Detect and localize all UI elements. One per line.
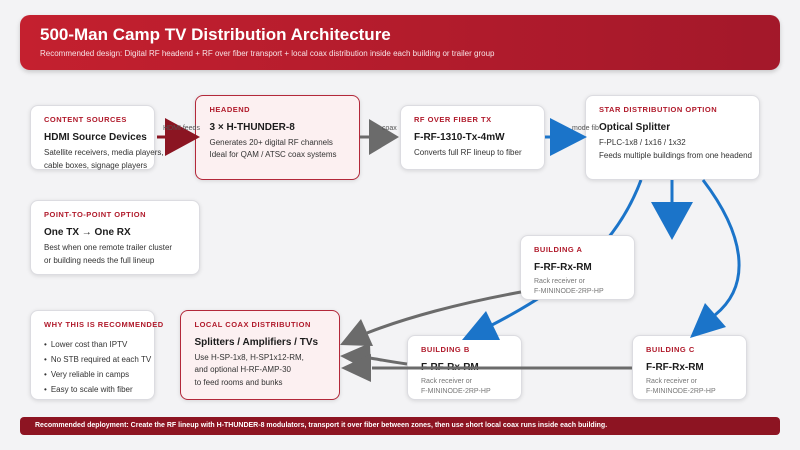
star-distribution-line: F-PLC-1x8 / 1x16 / 1x32 — [599, 138, 686, 147]
content-sources-label: CONTENT SOURCES — [44, 115, 127, 124]
title-banner: 500-Man Camp TV Distribution Architectur… — [20, 15, 780, 70]
local-coax-line: Use H-SP-1x8, H-SP1x12-RM, — [194, 352, 304, 362]
fiber-to-building-c-arrowhead — [690, 303, 726, 338]
rf-tx-title: F-RF-1310-Tx-4mW — [414, 132, 505, 143]
list-item: Easy to scale with fiber — [44, 382, 154, 397]
coax-label: coax — [382, 125, 397, 132]
star-distribution-label: STAR DISTRIBUTION OPTION — [599, 105, 718, 114]
coax-line-from-building-a — [366, 290, 522, 335]
fiber-line-to-building-c — [701, 179, 741, 317]
building-b-label: BUILDING B — [421, 345, 470, 354]
local-coax-line: to feed rooms and bunks — [194, 377, 283, 387]
page-subtitle: Recommended design: Digital RF headend +… — [40, 49, 495, 58]
rf-tx-label: RF OVER FIBER TX — [414, 115, 492, 124]
coax-arrowhead — [369, 119, 399, 155]
local-coax-title: Splitters / Amplifiers / TVs — [194, 336, 319, 348]
building-a-label: BUILDING A — [534, 245, 583, 254]
benefit-text: Lower cost than IPTV — [50, 340, 128, 349]
building-c-line: Rack receiver or — [646, 378, 697, 385]
point-to-point-title: One TX → One RX — [44, 227, 131, 238]
building-a-title: F-RF-Rx-RM — [534, 262, 592, 273]
page-title: 500-Man Camp TV Distribution Architectur… — [40, 25, 391, 44]
coax-from-building-c-arrowhead — [341, 354, 371, 382]
local-coax-line: and optional H-RF-AMP-30 — [194, 365, 291, 374]
rf-tx-line: Converts full RF lineup to fiber — [414, 148, 522, 157]
building-c-box: BUILDING C F-RF-Rx-RM Rack receiver or F… — [632, 335, 747, 400]
point-to-point-label: POINT-TO-POINT OPTION — [44, 210, 147, 219]
headend-line: Generates 20+ digital RF channels — [209, 137, 333, 147]
building-c-label: BUILDING C — [646, 345, 695, 354]
list-item: No STB required at each TV — [44, 352, 154, 367]
content-sources-line: cable boxes, signage players — [44, 160, 148, 170]
why-recommended-label: WHY THIS IS RECOMMENDED — [44, 320, 164, 329]
deployment-footer: Recommended deployment: Create the RF li… — [20, 417, 780, 435]
benefit-text: No STB required at each TV — [50, 355, 152, 364]
why-recommended-box: WHY THIS IS RECOMMENDED Lower cost than … — [30, 310, 164, 400]
local-coax-box: LOCAL COAX DISTRIBUTION Splitters / Ampl… — [180, 310, 340, 400]
coax-from-building-a-arrowhead — [340, 319, 373, 346]
building-b-line: Rack receiver or — [421, 378, 472, 385]
benefit-text: Very reliable in camps — [50, 370, 130, 379]
building-a-line: Rack receiver or — [534, 278, 585, 285]
point-to-point-line: Best when one remote trailer cluster — [44, 243, 173, 252]
splitter-down-arrowhead — [651, 202, 693, 240]
building-b-line: F-MININODE-2RP-HP — [421, 388, 491, 395]
headend-title: 3 × H-THUNDER-8 — [209, 121, 295, 133]
building-b-box: BUILDING B F-RF-Rx-RM Rack receiver or F… — [407, 335, 522, 400]
content-sources-title: HDMI Source Devices — [44, 132, 147, 143]
benefits-list: Lower cost than IPTV No STB required at … — [44, 337, 154, 397]
star-distribution-box: STAR DISTRIBUTION OPTION Optical Splitte… — [585, 95, 760, 180]
fiber-arrowhead — [550, 118, 587, 156]
building-c-line: F-MININODE-2RP-HP — [646, 388, 716, 395]
list-item: Lower cost than IPTV — [44, 337, 154, 352]
content-sources-box: CONTENT SOURCES HDMI Source Devices Sate… — [30, 105, 164, 170]
headend-box: HEADEND 3 × H-THUNDER-8 Generates 20+ di… — [195, 95, 360, 180]
list-item: Very reliable in camps — [44, 367, 154, 382]
coax-from-building-b-arrowhead — [340, 343, 371, 372]
point-to-point-line: or building needs the full lineup — [44, 255, 155, 265]
building-c-title: F-RF-Rx-RM — [646, 362, 704, 373]
headend-line: Ideal for QAM / ATSC coax systems — [209, 150, 337, 159]
building-a-line: F-MININODE-2RP-HP — [534, 288, 604, 295]
headend-label: HEADEND — [209, 104, 251, 114]
content-sources-line: Satellite receivers, media players, — [44, 148, 164, 157]
building-b-title: F-RF-Rx-RM — [421, 362, 479, 373]
local-coax-label: LOCAL COAX DISTRIBUTION — [194, 319, 311, 329]
coax-line-from-building-b — [369, 356, 408, 366]
building-a-box: BUILDING A F-RF-Rx-RM Rack receiver or F… — [520, 235, 635, 300]
star-distribution-line: Feeds multiple buildings from one headen… — [599, 150, 752, 160]
star-distribution-title: Optical Splitter — [599, 122, 671, 133]
point-to-point-box: POINT-TO-POINT OPTION One TX → One RX Be… — [30, 200, 200, 275]
benefit-text: Easy to scale with fiber — [50, 385, 133, 394]
rf-over-fiber-tx-box: RF OVER FIBER TX F-RF-1310-Tx-4mW Conver… — [400, 105, 545, 170]
